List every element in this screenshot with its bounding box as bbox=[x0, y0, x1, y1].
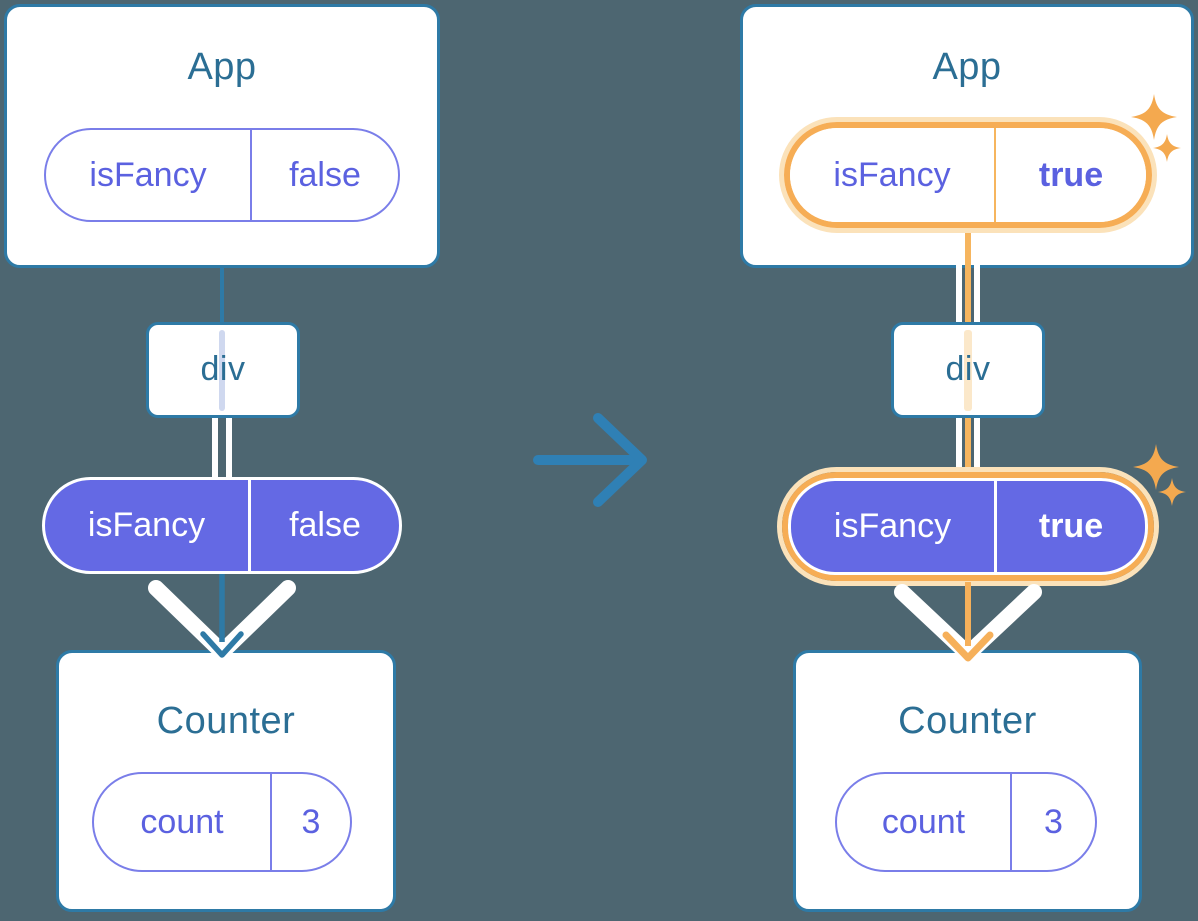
prop-value: true bbox=[994, 481, 1145, 572]
prop-key: isFancy bbox=[87, 506, 206, 544]
counter-title: Counter bbox=[156, 700, 296, 742]
state-value: true bbox=[994, 128, 1146, 222]
counter-state-pill: count 3 bbox=[92, 772, 352, 872]
prop-pill: isFancy true bbox=[788, 478, 1148, 575]
app-title: App bbox=[932, 46, 1002, 88]
state-key: count bbox=[881, 802, 966, 841]
prop-pill-highlighted: isFancy true bbox=[777, 467, 1159, 586]
div-label: div bbox=[200, 350, 246, 388]
app-title: App bbox=[187, 46, 257, 88]
sparkle-icon bbox=[1153, 134, 1181, 162]
prop-flow-lines-orange bbox=[956, 265, 980, 324]
app-state-pill: isFancy true bbox=[790, 128, 1146, 222]
state-key: count bbox=[140, 802, 224, 841]
sparkle-icon bbox=[1131, 94, 1177, 140]
state-key: isFancy bbox=[833, 155, 951, 194]
app-state-pill-highlighted: isFancy true bbox=[779, 117, 1157, 233]
transition-arrow-icon bbox=[533, 413, 647, 507]
prop-value: false bbox=[248, 480, 399, 571]
prop-trace-line-faded bbox=[219, 330, 225, 411]
edge-app-to-div-orange bbox=[965, 228, 971, 270]
prop-flow-lines bbox=[212, 418, 232, 479]
state-value: 3 bbox=[270, 774, 350, 870]
state-value: false bbox=[250, 130, 398, 220]
prop-flow-lines-orange bbox=[956, 418, 980, 469]
prop-down-arrow-icon-orange bbox=[894, 582, 1042, 662]
edge-app-to-div bbox=[220, 265, 224, 324]
div-label: div bbox=[945, 350, 991, 388]
state-value: 3 bbox=[1010, 774, 1095, 870]
counter-state-pill: count 3 bbox=[835, 772, 1097, 872]
sparkle-icon bbox=[1133, 444, 1179, 490]
counter-title: Counter bbox=[898, 700, 1037, 742]
highlight-ring: isFancy true bbox=[784, 122, 1152, 228]
prop-key: isFancy bbox=[833, 507, 952, 545]
app-state-pill: isFancy false bbox=[44, 128, 400, 222]
highlight-ring: isFancy true bbox=[782, 472, 1154, 581]
prop-trace-line-faded-orange bbox=[964, 330, 972, 411]
prop-down-arrow-icon bbox=[148, 574, 296, 660]
state-key: isFancy bbox=[89, 155, 207, 194]
sparkle-icon bbox=[1158, 478, 1186, 506]
prop-pill: isFancy false bbox=[42, 477, 402, 574]
